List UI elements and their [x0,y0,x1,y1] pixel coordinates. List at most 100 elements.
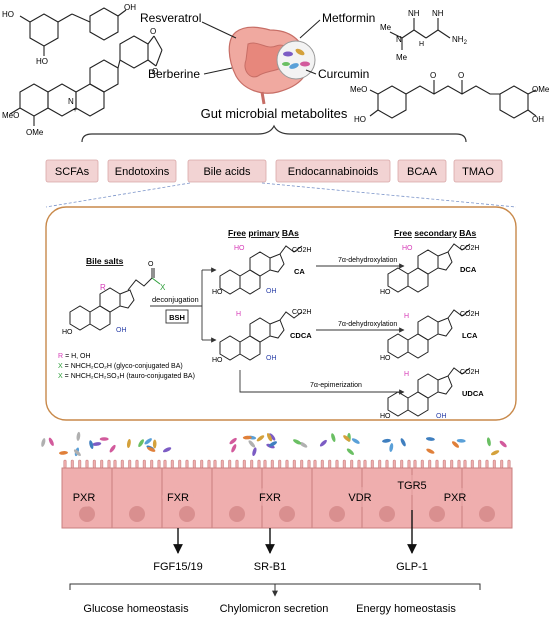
cdca-oh-7: OH [266,355,277,362]
microbe [126,439,131,448]
microvillus [207,459,211,469]
microbe [331,433,336,442]
legend-x-tauro: X= NHCH₂CH₂SO₃H (tauro-conjugated BA) [58,373,195,380]
microbe [382,438,391,443]
berberine-o-1: O [150,27,156,36]
microvillus [342,459,346,469]
dehydroxylation-label-1: 7α-dehydroxylation [338,257,397,264]
microbe [456,438,466,443]
microbe [499,440,507,448]
lca-co2h: CO2H [460,311,479,318]
deconjugation-label: deconjugation [152,295,199,304]
microbe [89,440,94,449]
microvillus [313,459,317,469]
microvillus [435,459,439,469]
microvillus [228,459,232,469]
bile-salt-skeleton [69,287,135,331]
receptor-bubble [344,487,376,507]
bile-acid-panel [45,206,517,421]
hormone-glp-1: GLP-1 [396,561,428,573]
bile-salt-ho: HO [62,329,73,336]
category-box-1 [107,159,177,183]
microvillus [70,459,74,469]
microbe [490,450,500,456]
category-box-0 [45,159,99,183]
microvillus [478,459,482,469]
curcumin-label: Curcumin [318,67,369,81]
microvillus [300,459,304,469]
cdca-h-12: H [236,311,241,318]
microbe [266,433,273,442]
metformin-nh-1: NH [408,9,420,18]
microvillus [157,459,161,469]
microvillus [100,459,104,469]
microvillus [242,459,246,469]
lca-skeleton [387,309,471,359]
microvillus [107,459,111,469]
bsh-box [165,309,189,324]
hormone-fgf15-19: FGF15/19 [153,561,203,573]
microvillus [120,459,124,469]
ca-skeleton [219,245,303,295]
microvillus [463,459,467,469]
lca-h-12: H [404,313,409,320]
microvillus [200,459,204,469]
gut-metabolites-heading: Gut microbial metabolites [201,106,348,121]
berberine-o-2: O [152,67,158,76]
microvillus [307,459,311,469]
compound-connectors [201,19,321,75]
receptor-fxr-2: FXR [259,492,281,504]
bile-salt-x: X [160,283,166,292]
microvillus [163,459,167,469]
microvillus [142,459,146,469]
epimerization-arrow [239,370,405,395]
microbe [293,439,302,445]
ca-ho-12: HO [234,245,245,252]
resveratrol-ho-2: HO [36,57,48,66]
microvillus [492,459,496,469]
microvillus [485,459,489,469]
microvillus [420,459,424,469]
epimerization-label: 7α-epimerization [310,382,362,389]
microbe [242,435,252,440]
curcumin-ome: OMe [532,85,550,94]
microvillus [350,459,354,469]
microvillus [85,459,89,469]
microvillus [442,459,446,469]
cell-nucleus [379,506,395,522]
microvillus [78,459,82,469]
microbiota-layer [41,431,507,457]
curcumin-structure [369,80,537,119]
microvillus [170,459,174,469]
microbe [99,437,109,441]
category-label-3: Endocannabinoids [288,166,379,178]
legend-r: R= H, OH [58,353,91,360]
bile-salt-o: O [148,261,154,268]
cell-nucleus [479,506,495,522]
microbe [73,449,81,457]
ca-ho-3: HO [212,289,223,296]
receptor-bubble [162,487,194,507]
microbe [256,435,265,442]
microbe [147,446,156,452]
microvillus [150,459,154,469]
microbe [248,440,256,448]
microvillus [235,459,239,469]
category-box-2 [187,159,267,183]
microvillus [128,459,132,469]
microbe [138,439,144,447]
microbe [152,439,157,449]
microbe [299,441,308,448]
category-box-3 [275,159,391,183]
berberine-n-plus: + [73,107,77,114]
cell-nucleus [329,506,345,522]
cell-nucleus [179,506,195,522]
metabolite-brace [81,124,467,143]
microbe [59,451,68,455]
cell-nucleus [229,506,245,522]
udca-ho-3: HO [380,413,391,420]
microbe [268,433,276,441]
metformin-n-h: H [419,41,424,48]
zoom-line-left [45,182,191,208]
